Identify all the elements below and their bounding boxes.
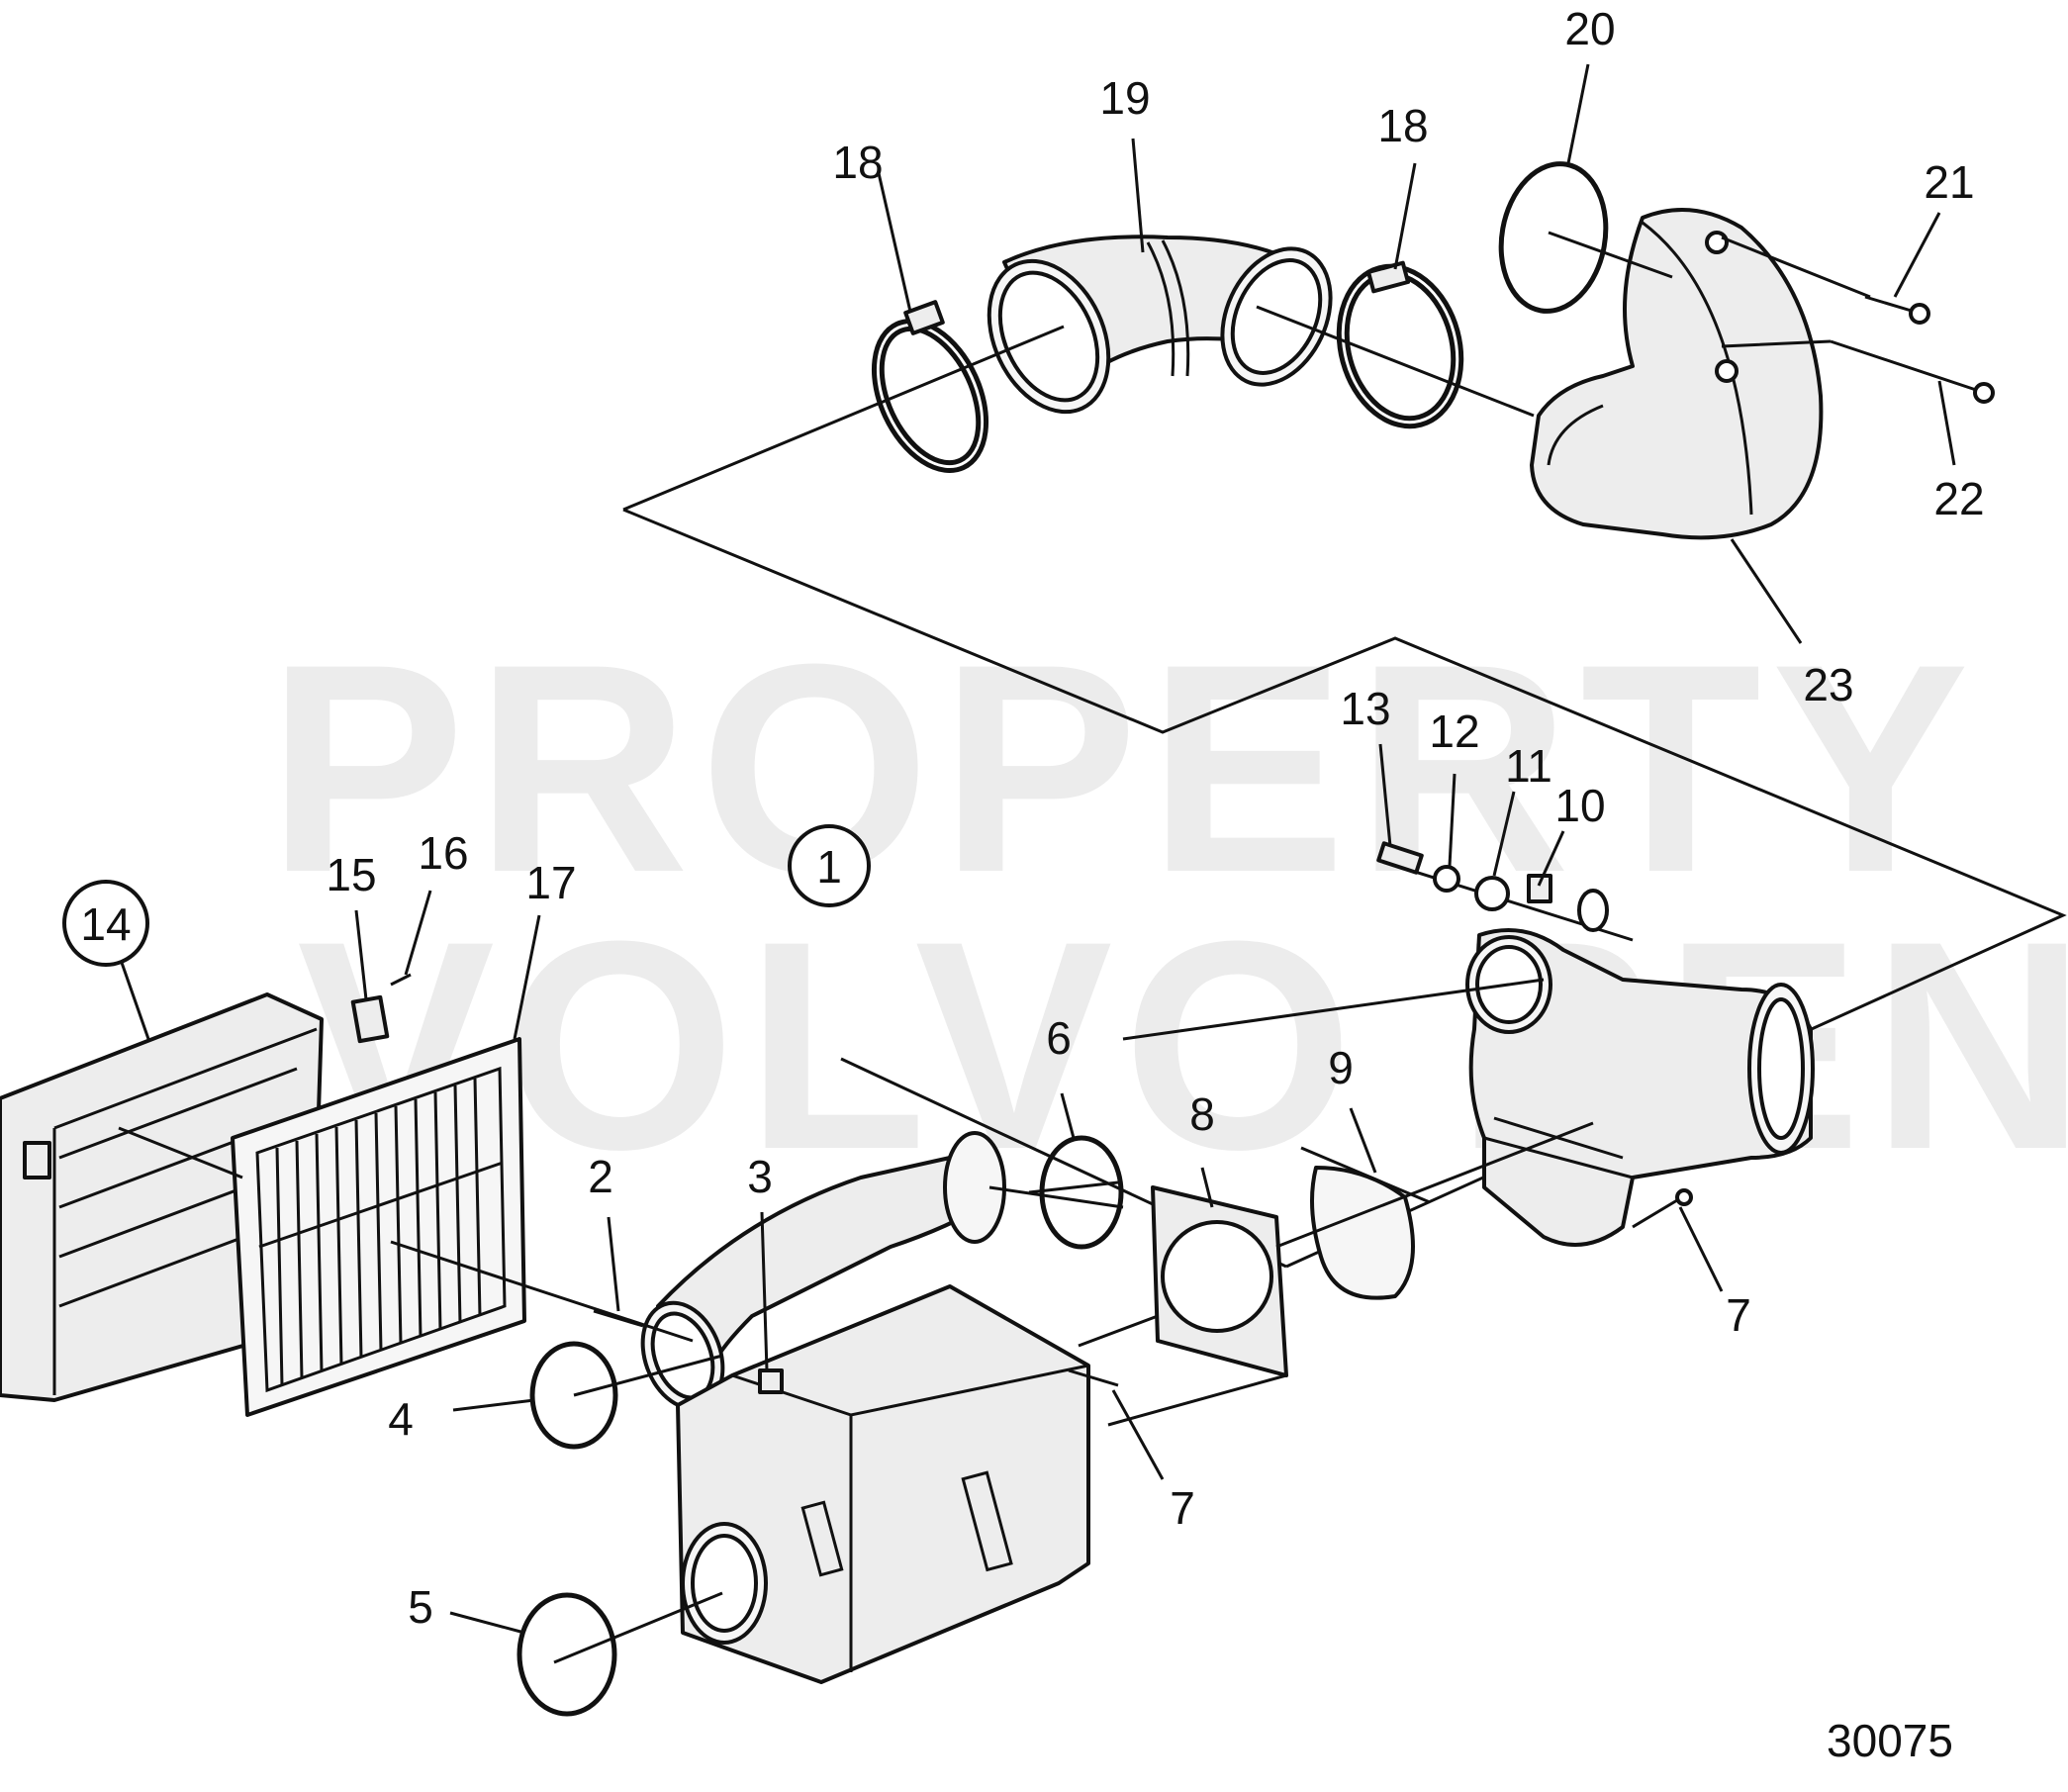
leader-lines	[119, 63, 1956, 1635]
drawing-number: 30075	[1827, 1715, 1953, 1766]
callout-2: 2	[588, 1151, 613, 1202]
pin-2	[593, 1309, 644, 1328]
screw-16	[390, 973, 412, 987]
hose-clamp-left	[871, 300, 989, 474]
callout-circle-1	[788, 824, 871, 907]
callout-8: 8	[1189, 1088, 1215, 1140]
callout-1: 1	[816, 841, 842, 893]
callout-16: 16	[418, 827, 468, 879]
callout-labels: 1 2 3 4 5 6 7 7 8 9 10 11 12 13 14 15 16…	[80, 3, 1984, 1633]
callout-23: 23	[1803, 659, 1853, 710]
bolt-21	[1864, 295, 1930, 325]
air-filter-element	[231, 1037, 526, 1417]
o-ring-5	[517, 1592, 617, 1717]
callout-4: 4	[388, 1393, 414, 1445]
callout-22: 22	[1933, 473, 1984, 524]
callout-19: 19	[1099, 72, 1150, 124]
bellows-hose	[987, 235, 1333, 415]
callout-21: 21	[1924, 156, 1974, 208]
bolt-22	[1830, 339, 1995, 404]
callout-15: 15	[326, 849, 376, 900]
callout-18-left: 18	[832, 137, 883, 188]
callout-5: 5	[408, 1581, 433, 1633]
flange-gasket-8	[1151, 1185, 1288, 1377]
air-filter-housing	[676, 1284, 1090, 1684]
callout-18-right: 18	[1377, 100, 1428, 151]
intake-tube	[640, 1131, 1006, 1411]
axis-line-upper	[622, 231, 1871, 512]
bolt-stack	[1376, 841, 1634, 942]
bolt-7-left	[1068, 1368, 1119, 1387]
callout-12: 12	[1429, 706, 1479, 757]
watermark-line-1: PROPERTY OF	[267, 602, 2068, 934]
callout-20: 20	[1564, 3, 1615, 54]
callout-11: 11	[1505, 740, 1552, 792]
o-ring-4	[529, 1341, 618, 1450]
bolt-7-right	[1632, 1188, 1693, 1229]
clip-15	[350, 994, 390, 1044]
callout-circle-14	[62, 880, 149, 967]
callout-3: 3	[747, 1151, 773, 1202]
o-ring-20	[1498, 161, 1609, 314]
callout-14: 14	[80, 898, 131, 950]
callout-6: 6	[1046, 1012, 1072, 1064]
callout-9: 9	[1328, 1042, 1354, 1093]
callout-7-left: 7	[1170, 1482, 1195, 1534]
callout-17: 17	[525, 857, 576, 908]
intake-elbow	[1530, 208, 1824, 540]
callout-7-right: 7	[1726, 1289, 1751, 1341]
hose-clamp-right	[1336, 260, 1464, 429]
callout-10: 10	[1554, 780, 1605, 831]
callout-13: 13	[1340, 683, 1390, 734]
outlet-duct-housing	[1465, 928, 1815, 1247]
pin-3	[758, 1368, 784, 1394]
axis-line-lower	[118, 978, 1594, 1664]
